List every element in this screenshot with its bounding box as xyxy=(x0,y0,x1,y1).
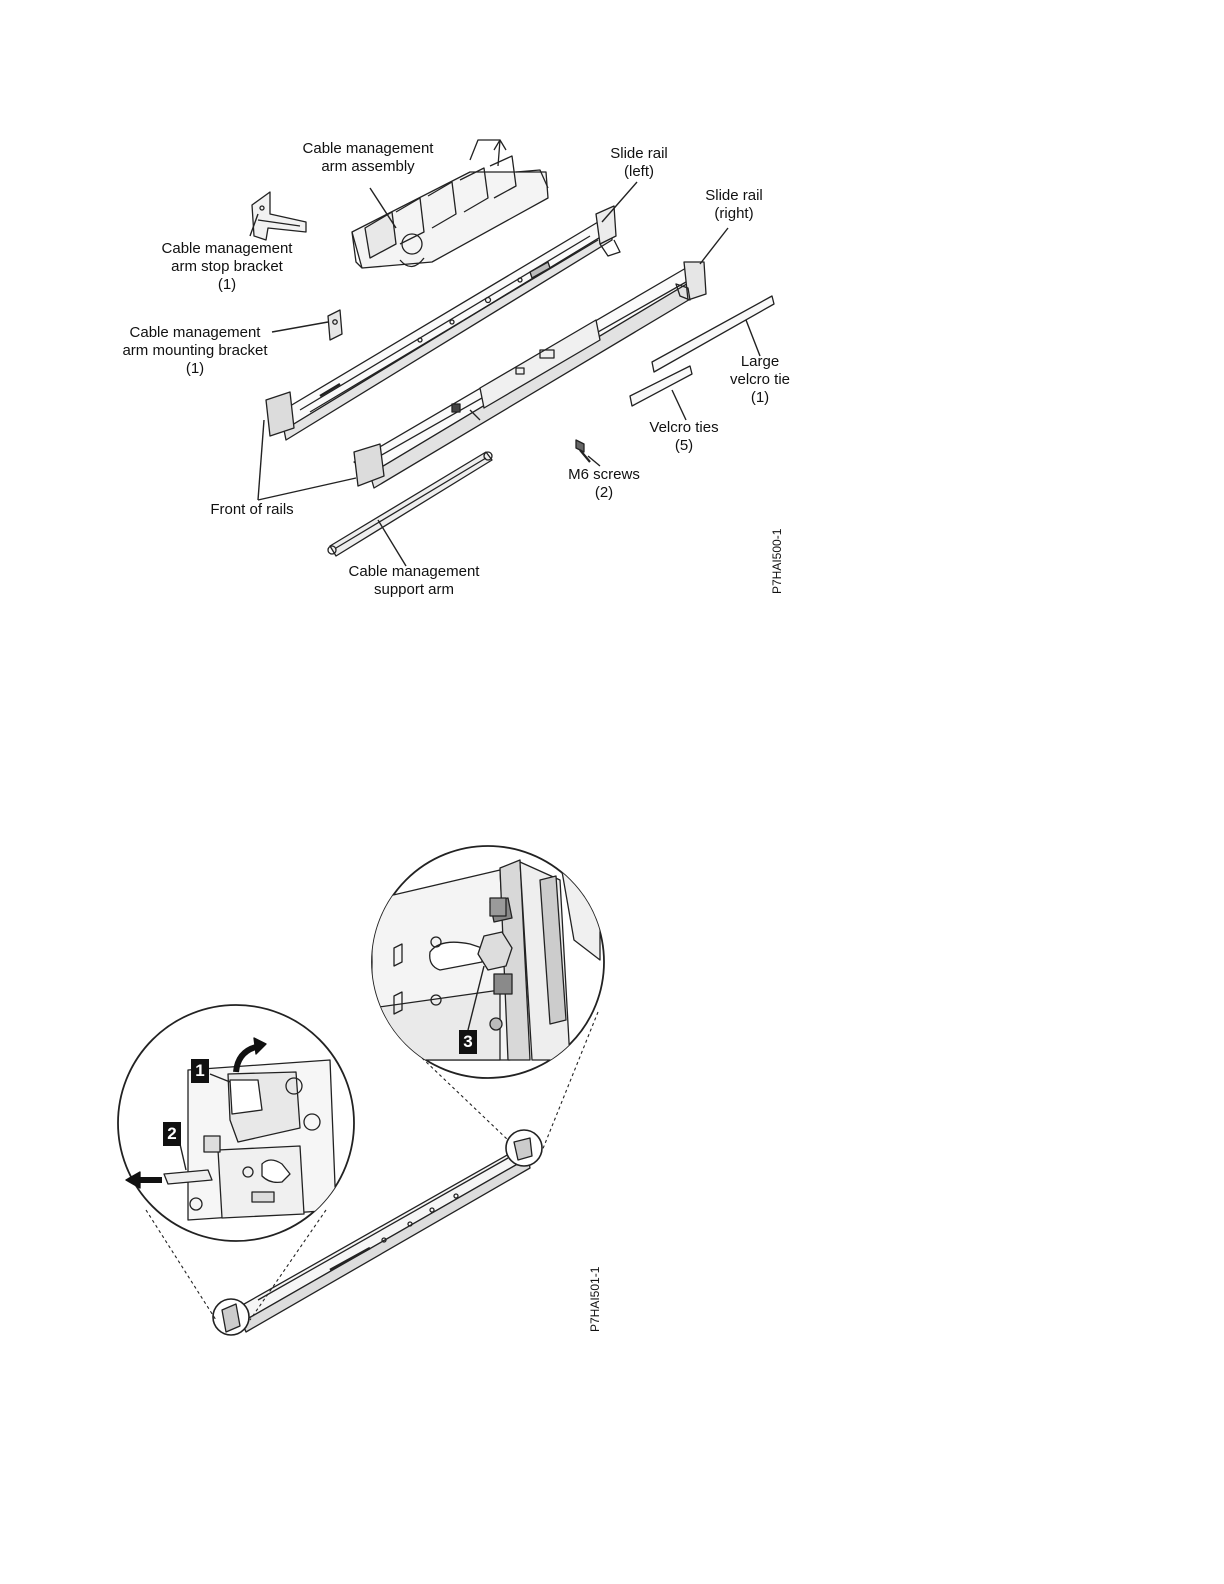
figure-id: P7HAI500-1 xyxy=(770,529,784,594)
cma-mounting-bracket xyxy=(328,310,342,340)
m6-screw xyxy=(576,440,590,462)
figure-id: P7HAI501-1 xyxy=(588,1267,602,1332)
label-m6-screws: M6 screws (2) xyxy=(568,466,640,502)
label-velcro-ties: Velcro ties (5) xyxy=(649,419,718,455)
label-front-of-rails: Front of rails xyxy=(210,501,293,519)
callout-1: 1 xyxy=(191,1059,209,1083)
label-slide-rail-right: Slide rail (right) xyxy=(705,187,763,223)
velcro-ties xyxy=(630,366,692,406)
cma-stop-bracket xyxy=(252,192,306,240)
rail-latch-release-figure: 1 2 3 P7HAI501-1 xyxy=(0,820,1224,1360)
cable-management-support-arm xyxy=(328,452,492,556)
label-cma-support-arm: Cable management support arm xyxy=(349,563,480,599)
rail-kit-illustration xyxy=(0,0,1224,640)
label-cma-assembly: Cable management arm assembly xyxy=(303,140,434,176)
label-cma-stop-bracket: Cable management arm stop bracket (1) xyxy=(162,240,293,294)
callout-3: 3 xyxy=(459,1030,477,1054)
rail-kit-contents-figure: Cable management arm assembly Slide rail… xyxy=(0,0,1224,640)
front-latch-detail xyxy=(372,846,604,1078)
label-large-velcro-tie: Large velcro tie (1) xyxy=(730,353,790,407)
label-cma-mounting-bracket: Cable management arm mounting bracket (1… xyxy=(122,324,267,378)
callout-2: 2 xyxy=(163,1122,181,1146)
rail-latch-illustration xyxy=(0,820,1224,1360)
rear-latch-detail xyxy=(118,1005,354,1241)
label-slide-rail-left: Slide rail (left) xyxy=(610,145,668,181)
